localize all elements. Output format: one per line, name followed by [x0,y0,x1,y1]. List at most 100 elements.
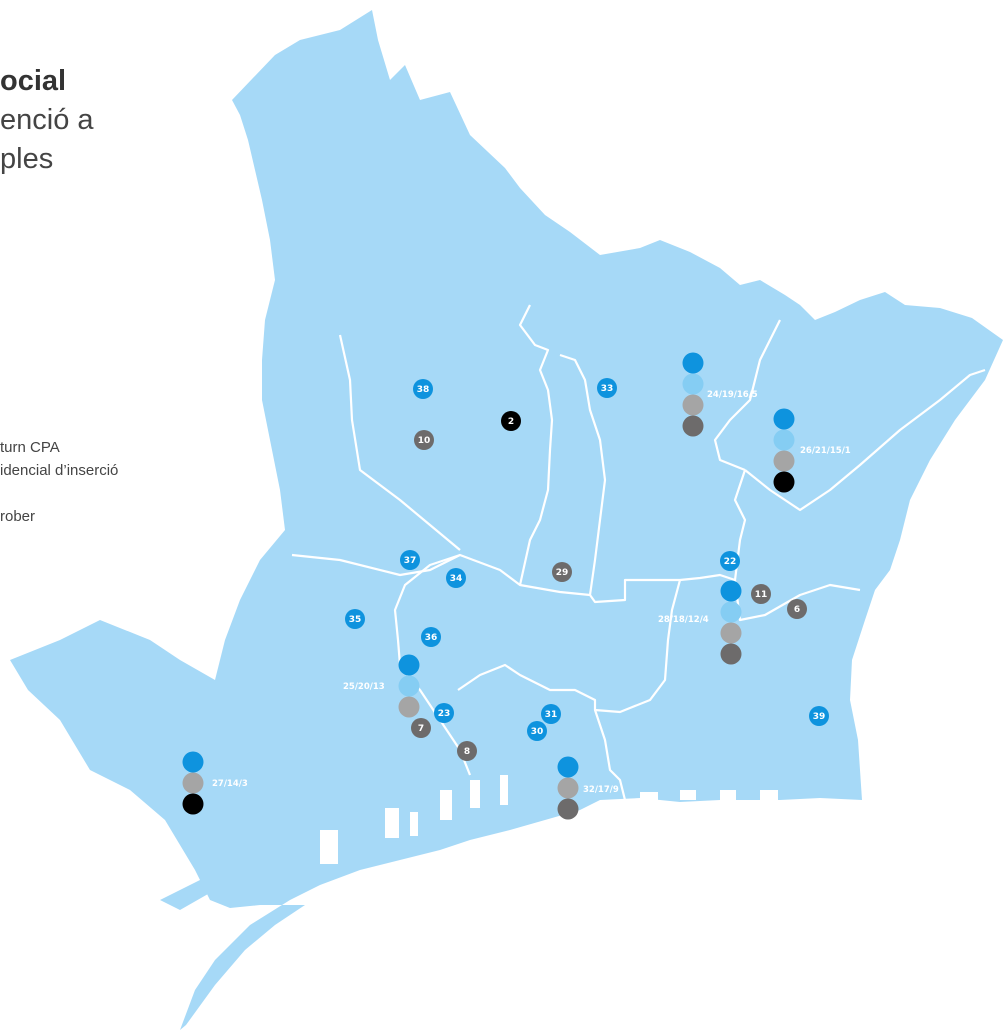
marker-10[interactable]: 10 [414,430,434,450]
marker-label: 36 [425,633,438,643]
marker-29[interactable]: 29 [552,562,572,582]
marker-cluster[interactable]: 26/21/15/1 [773,408,851,493]
marker-cluster[interactable]: 24/19/16/5 [682,352,758,437]
title-line-2: enció a [0,104,94,136]
marker-8[interactable]: 8 [457,741,477,761]
marker-cluster[interactable]: 32/17/9 [557,756,619,820]
cluster-dot [182,751,204,773]
marker-7[interactable]: 7 [411,718,431,738]
marker-dot [413,379,433,399]
cluster-dot [182,793,204,815]
marker-23[interactable]: 23 [434,703,454,723]
marker-dot [787,599,807,619]
marker-6[interactable]: 6 [787,599,807,619]
legend-item: turn CPA [0,439,60,456]
marker-dot [434,703,454,723]
cluster-dot [182,772,204,794]
marker-dot [597,378,617,398]
marker-label: 33 [601,384,614,394]
cluster-dot [773,429,795,451]
marker-dot [527,721,547,741]
cluster-dot [682,373,704,395]
cluster-label: 24/19/16/5 [707,390,758,400]
marker-dot [446,568,466,588]
marker-34[interactable]: 34 [446,568,466,588]
port-breakwater [160,845,285,910]
legend-item: rober [0,508,36,525]
marker-39[interactable]: 39 [809,706,829,726]
cluster-dot [773,471,795,493]
marker-label: 7 [418,724,424,734]
page-title: ocial enció a ples [0,62,94,179]
cluster-dot [682,415,704,437]
marker-label: 31 [545,710,558,720]
marker-label: 8 [464,747,470,757]
marker-dot [809,706,829,726]
marker-37[interactable]: 37 [400,550,420,570]
marker-31[interactable]: 31 [541,704,561,724]
cluster-label: 32/17/9 [583,785,619,795]
marker-label: 10 [418,436,431,446]
marker-dot [457,741,477,761]
marker-label: 23 [438,709,451,719]
legend-item: idencial d’inserció [0,462,119,479]
cluster-dot [720,601,742,623]
marker-cluster[interactable]: 25/20/13 [343,654,420,718]
legend: turn CPA idencial d’inserció rober [0,436,118,528]
cluster-dot [773,408,795,430]
marker-dot [414,430,434,450]
marker-dot [501,411,521,431]
marker-label: 38 [417,385,430,395]
marker-38[interactable]: 38 [413,379,433,399]
marker-dot [751,584,771,604]
cluster-label: 28/18/12/4 [658,615,709,625]
cluster-dot [682,352,704,374]
marker-33[interactable]: 33 [597,378,617,398]
cluster-dot [557,798,579,820]
marker-dot [552,562,572,582]
cluster-dot [682,394,704,416]
marker-dot [345,609,365,629]
district-borders [291,304,986,801]
legend-item [0,482,118,505]
marker-30[interactable]: 30 [527,721,547,741]
port-details [320,775,778,864]
marker-11[interactable]: 11 [751,584,771,604]
cluster-dot [398,675,420,697]
marker-label: 6 [794,605,800,615]
marker-label: 30 [531,727,544,737]
cluster-label: 25/20/13 [343,682,385,692]
title-line-3: ples [0,143,54,175]
marker-label: 11 [755,590,768,600]
marker-cluster[interactable]: 27/14/3 [182,751,248,815]
cluster-dot [398,654,420,676]
marker-label: 2 [508,417,514,427]
marker-dot [720,551,740,571]
cluster-dot [720,580,742,602]
marker-label: 39 [813,712,826,722]
cluster-label: 26/21/15/1 [800,446,851,456]
cluster-dot [557,756,579,778]
marker-35[interactable]: 35 [345,609,365,629]
marker-label: 37 [404,556,417,566]
cluster-dot [557,777,579,799]
title-line-1: ocial [0,65,67,97]
marker-cluster[interactable]: 28/18/12/4 [658,580,742,665]
cluster-dot [720,643,742,665]
marker-dot [411,718,431,738]
marker-dot [421,627,441,647]
marker-label: 22 [724,557,737,567]
marker-label: 35 [349,615,362,625]
cluster-label: 27/14/3 [212,779,248,789]
marker-36[interactable]: 36 [421,627,441,647]
cluster-dot [773,450,795,472]
marker-22[interactable]: 22 [720,551,740,571]
marker-label: 34 [450,574,463,584]
cluster-dot [720,622,742,644]
marker-label: 29 [556,568,569,578]
marker-2[interactable]: 2 [501,411,521,431]
city-area [10,10,1003,1030]
cluster-dot [398,696,420,718]
marker-dot [541,704,561,724]
